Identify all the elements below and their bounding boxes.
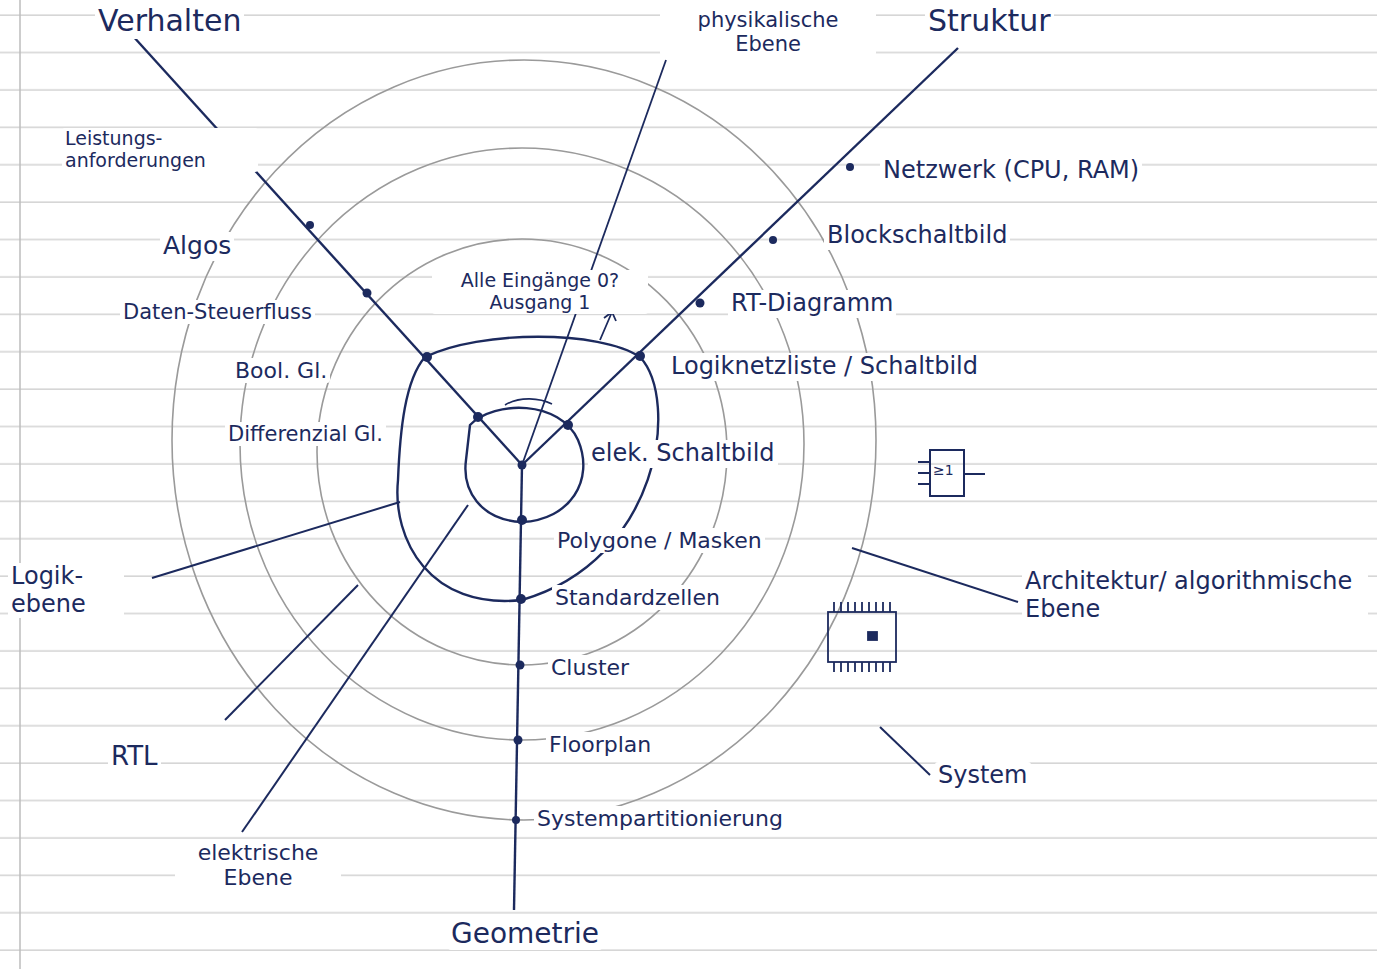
structure-level: Netzwerk (CPU, RAM) (880, 157, 1142, 185)
or-gate-symbol (918, 450, 985, 496)
leader-line (880, 727, 930, 775)
behaviour-axis (132, 35, 522, 465)
note-arrow (600, 312, 616, 340)
geometry-axis (514, 465, 522, 910)
note-stroke (505, 399, 552, 405)
structure-level: RT-Diagramm (728, 290, 896, 318)
axis-title: Struktur (925, 4, 1054, 39)
margin-line (19, 0, 21, 969)
axis-title: Verhalten (95, 4, 244, 39)
level-axis-title: physikalische Ebene (660, 8, 876, 56)
leader-line (152, 502, 400, 578)
level-rings (172, 60, 876, 820)
note-text: Alle Eingänge 0? Ausgang 1 (432, 270, 648, 314)
structure-level: Logiknetzliste / Schaltbild (668, 353, 981, 381)
geometry-level: Polygone / Masken (554, 528, 765, 553)
electrical-ring (465, 408, 583, 522)
geometry-level: Floorplan (546, 732, 654, 757)
inner-rings (397, 337, 658, 601)
physical-axis (522, 60, 666, 465)
structure-axis (522, 48, 958, 465)
chip-symbol (828, 602, 896, 672)
leader-line (242, 505, 468, 832)
leader-line (225, 585, 358, 720)
ring-label: RTL (108, 742, 161, 772)
ring-label: System (935, 762, 1031, 790)
geometry-level: Systempartitionierung (534, 806, 786, 831)
geometry-level: Standardzellen (552, 585, 723, 610)
ring-label: Logik- ebene (8, 563, 124, 618)
behaviour-level: Differenzial Gl. (225, 422, 386, 446)
behaviour-level: Leistungs- anforderungen (62, 128, 258, 172)
behaviour-level: Algos (160, 232, 234, 261)
system-ring (172, 60, 876, 820)
structure-level: elek. Schaltbild (588, 440, 778, 468)
geometry-level: Cluster (548, 655, 632, 680)
behaviour-level: Daten-Steuerfluss (120, 300, 315, 324)
leader-lines (152, 502, 1018, 832)
logic-ring (397, 337, 658, 601)
gate-symbol-text: ≥1 (933, 462, 954, 478)
behaviour-level: Bool. Gl. (232, 358, 330, 383)
level-dots (246, 148, 854, 824)
structure-level: Blockschaltbild (824, 222, 1010, 250)
ring-label: elektrische Ebene (175, 840, 341, 891)
axis-title: Geometrie (448, 918, 602, 950)
leader-line (852, 548, 1018, 602)
ring-label: Architektur/ algorithmische Ebene (1022, 568, 1368, 623)
